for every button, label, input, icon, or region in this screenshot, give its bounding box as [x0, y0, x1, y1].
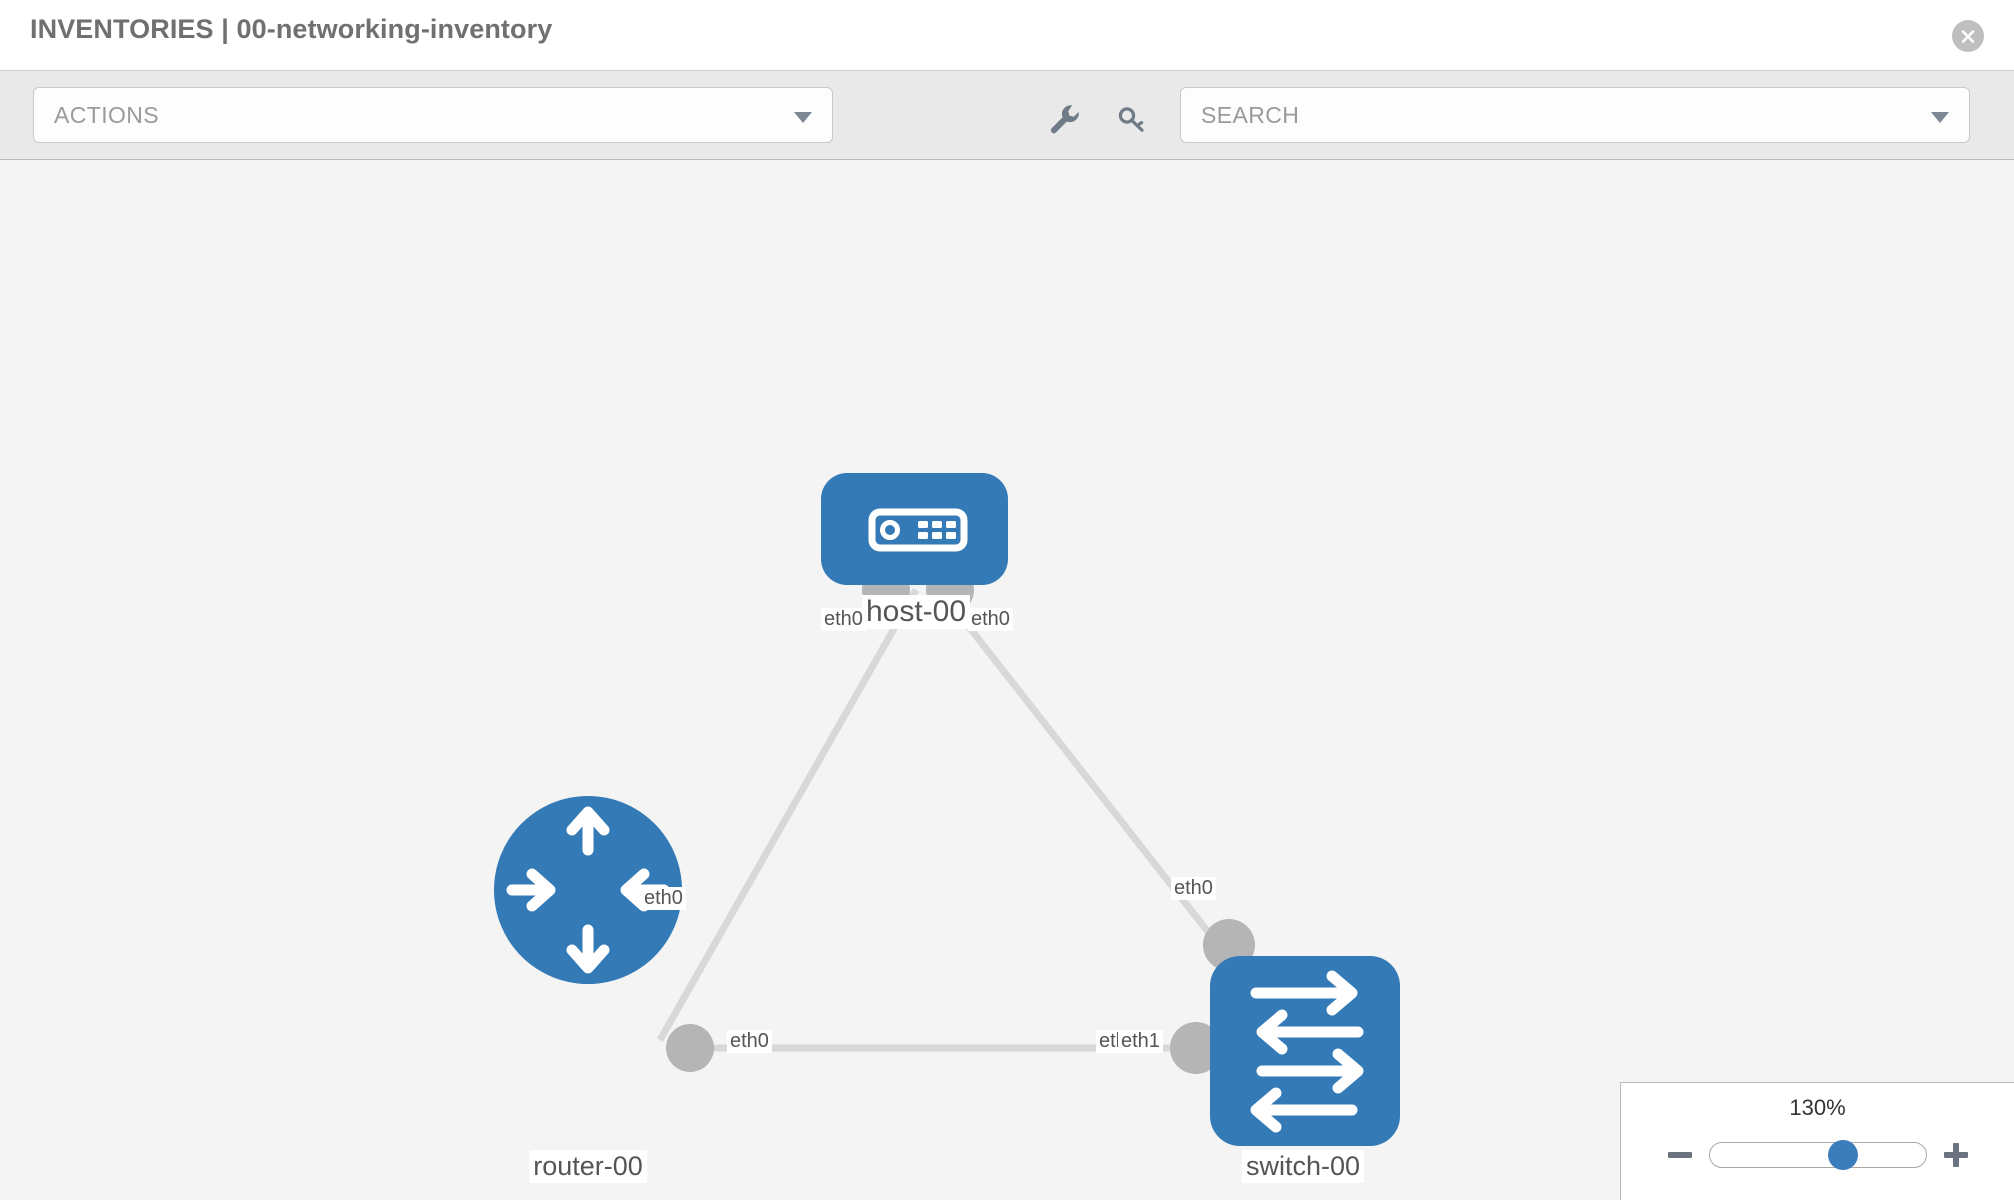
search-chevron-down-icon[interactable]	[1931, 112, 1949, 123]
link-host-switch	[937, 587, 1233, 963]
page-title: INVENTORIES | 00-networking-inventory	[30, 14, 553, 44]
close-icon[interactable]	[1952, 20, 1984, 52]
iface-label-router-diag: eth0	[641, 887, 686, 910]
zoom-out-button[interactable]	[1665, 1140, 1695, 1170]
wrench-icon[interactable]	[1044, 99, 1084, 139]
port-switch-west	[1170, 1022, 1222, 1074]
iface-label-router-mid: eth0	[727, 1030, 772, 1053]
topology-canvas[interactable]: host-00 eth0 eth0 eth0 eth0 eth0 eth eth…	[0, 160, 2014, 1200]
link-host-router	[656, 588, 920, 1042]
node-label-router-00: router-00	[529, 1150, 647, 1183]
page-header: INVENTORIES | 00-networking-inventory	[0, 0, 2014, 70]
node-label-switch-00: switch-00	[1241, 1150, 1365, 1183]
key-icon[interactable]	[1112, 99, 1152, 139]
iface-label-switch-diag: eth0	[1171, 877, 1216, 900]
chevron-down-icon	[794, 112, 812, 123]
node-switch-00	[1210, 956, 1400, 1146]
zoom-slider-thumb[interactable]	[1828, 1140, 1859, 1170]
search-placeholder: SEARCH	[1201, 102, 1300, 128]
iface-label-switch-mid-b: eth1	[1118, 1030, 1163, 1053]
topology-graph	[494, 473, 1400, 1146]
actions-dropdown[interactable]: ACTIONS	[33, 87, 833, 143]
topology-links	[656, 587, 1233, 1052]
port-router-east	[666, 1024, 714, 1072]
toolbar: ACTIONS SEARCH	[0, 70, 2014, 160]
node-host-00	[821, 473, 1008, 585]
search-input[interactable]: SEARCH	[1180, 87, 1970, 143]
actions-dropdown-label: ACTIONS	[54, 102, 160, 128]
topology-ports	[666, 566, 1255, 1074]
iface-label-host-left: eth0	[821, 608, 866, 631]
zoom-control-panel: 130%	[1620, 1082, 2014, 1200]
zoom-level-label: 130%	[1789, 1095, 1846, 1120]
node-label-host-00: host-00	[861, 595, 971, 629]
zoom-slider-track[interactable]	[1708, 1140, 1927, 1170]
zoom-in-button[interactable]	[1941, 1140, 1971, 1170]
node-router-00	[494, 796, 682, 984]
iface-label-host-right: eth0	[968, 608, 1013, 631]
